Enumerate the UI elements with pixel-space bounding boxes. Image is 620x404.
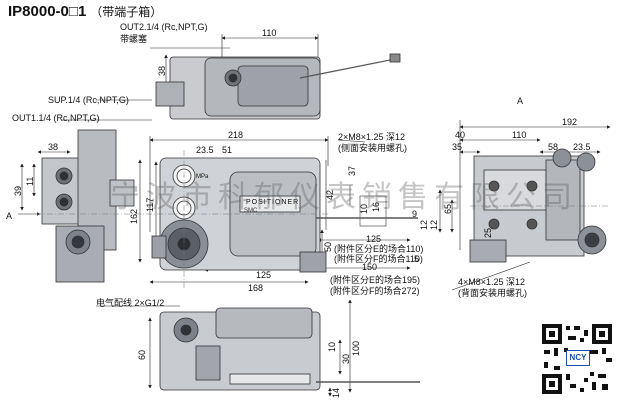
dim-39: 39 [13,185,23,196]
label-brand: SMC [244,208,258,214]
qr-pattern-icon [540,322,614,396]
watermark: 宁波市科郁仪表销售有限公司 [110,180,578,215]
page-title: IP8000-0□1（带端子箱） [8,3,163,20]
label-back-hole-use: (背面安装用螺孔) [458,288,527,298]
dim-38-top: 38 [157,65,167,76]
dim-10b: 10 [327,341,337,352]
bottom-view [159,307,420,391]
label-out1: OUT1.1/4 (Rc,NPT,G) [12,113,100,123]
dim-150: 150 [362,262,378,272]
label-plug: 带螺塞 [120,34,148,44]
dim-23-5-right: 23.5 [573,142,591,152]
dim-60: 60 [137,349,147,360]
dim-110-top: 110 [262,28,277,38]
label-out2: OUT2.1/4 (Rc,NPT,G) [120,22,208,32]
dim-12: 12 [429,219,439,230]
dim-110-right: 110 [512,130,527,140]
dim-50: 50 [323,241,333,252]
left-side-view [41,129,135,283]
dim-218: 218 [228,130,244,140]
right-side-view [469,148,607,263]
label-side-hole-use: (侧面安装用螺孔) [338,143,407,153]
dim-25: 25 [483,227,493,238]
label-with-f2: (附件区分F的场合272) [330,286,420,296]
dim-168: 168 [248,283,264,293]
dim-125-front: 125 [256,270,272,280]
qr-badge: NCY [566,350,590,366]
center-lines [36,150,610,290]
label-side-hole-spec: 2×M8×1.25 深12 [338,132,406,142]
label-with-e: (附件区分E的场合110) [334,244,424,254]
dim-11: 11 [25,176,35,186]
dim-5: 5 [414,254,420,264]
dim-100: 100 [351,340,361,356]
dim-40: 40 [455,130,466,140]
top-view [155,53,401,120]
label-electric: 电气配线 2×G1/2 [96,298,165,308]
label-back-hole-spec: 4×M8×1.25 深12 [458,277,526,287]
dim-192: 192 [562,117,578,127]
dim-30: 30 [341,353,351,364]
dim-58: 58 [548,142,559,152]
dimension-lines [18,34,611,397]
dim-23-5: 23.5 [196,145,214,155]
dim-35: 35 [452,142,463,152]
label-with-e2: (附件区分E的场合195) [330,275,421,285]
dim-38-side: 38 [48,142,59,152]
dim-51: 51 [222,145,233,155]
dim-12b: 12 [419,219,429,230]
label-sup: SUP.1/4 (Rc,NPT,G) [48,95,129,105]
dim-14: 14 [331,387,341,398]
label-with-f: (附件区分F的场合110) [334,254,423,264]
qr-code [540,322,614,396]
label-positioner: POSITIONER [246,199,300,206]
label-gauge-unit: MPa [196,174,209,180]
arrow-a-left: A [6,211,13,221]
dim-9: 9 [412,209,418,219]
arrow-a-right: A [517,96,524,106]
dim-125-arm: 125 [366,234,382,244]
